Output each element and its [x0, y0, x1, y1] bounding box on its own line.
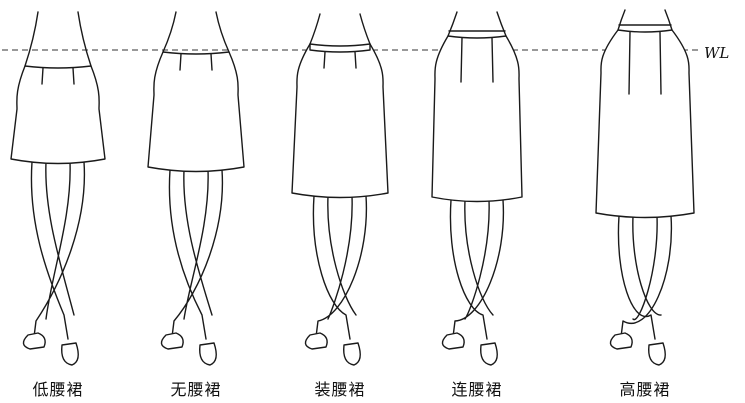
figure-low-waist [10, 11, 106, 366]
right-shoe [343, 342, 361, 366]
left-shoe [160, 332, 184, 350]
torso-outline [447, 11, 507, 37]
figure-no-waistband [147, 11, 245, 366]
figure-high-waist [595, 9, 695, 366]
legs-outline [449, 199, 505, 340]
figure-attached-waistband [291, 13, 389, 366]
caption-attached-waistband-skirt: 装腰裙 [314, 380, 366, 399]
skirt-darts [179, 53, 213, 71]
skirt-outline [147, 51, 245, 173]
skirt-outline [595, 29, 695, 219]
skirt-darts [41, 67, 75, 85]
legs-outline [168, 169, 224, 340]
waistband [309, 43, 371, 53]
caption-connected-waistband-skirt: 连腰裙 [451, 380, 503, 399]
skirt-outline [10, 65, 106, 165]
left-shoe [304, 332, 328, 350]
legs-outline [312, 195, 368, 340]
waistline-label: WL [704, 44, 730, 62]
torso-outline [617, 9, 673, 31]
torso-outline [24, 11, 92, 67]
skirt-outline [431, 35, 523, 203]
right-shoe [199, 342, 217, 366]
legs-outline [30, 161, 86, 340]
legs-outline [617, 215, 673, 340]
figure-connected-waistband [431, 11, 523, 366]
torso-outline [162, 11, 230, 53]
left-shoe [441, 332, 465, 350]
caption-high-waist-skirt: 高腰裙 [619, 380, 671, 399]
right-shoe [480, 342, 498, 366]
caption-no-waistband-skirt: 无腰裙 [170, 380, 222, 399]
left-shoe [609, 332, 633, 350]
right-shoe [648, 342, 666, 366]
skirt-outline [291, 43, 389, 199]
skirt-darts [323, 51, 357, 69]
torso-outline [309, 13, 371, 45]
right-shoe [61, 342, 79, 366]
caption-low-waist-skirt: 低腰裙 [32, 380, 84, 399]
skirt-darts [628, 31, 662, 95]
left-shoe [22, 332, 46, 350]
skirt-darts [460, 37, 494, 83]
